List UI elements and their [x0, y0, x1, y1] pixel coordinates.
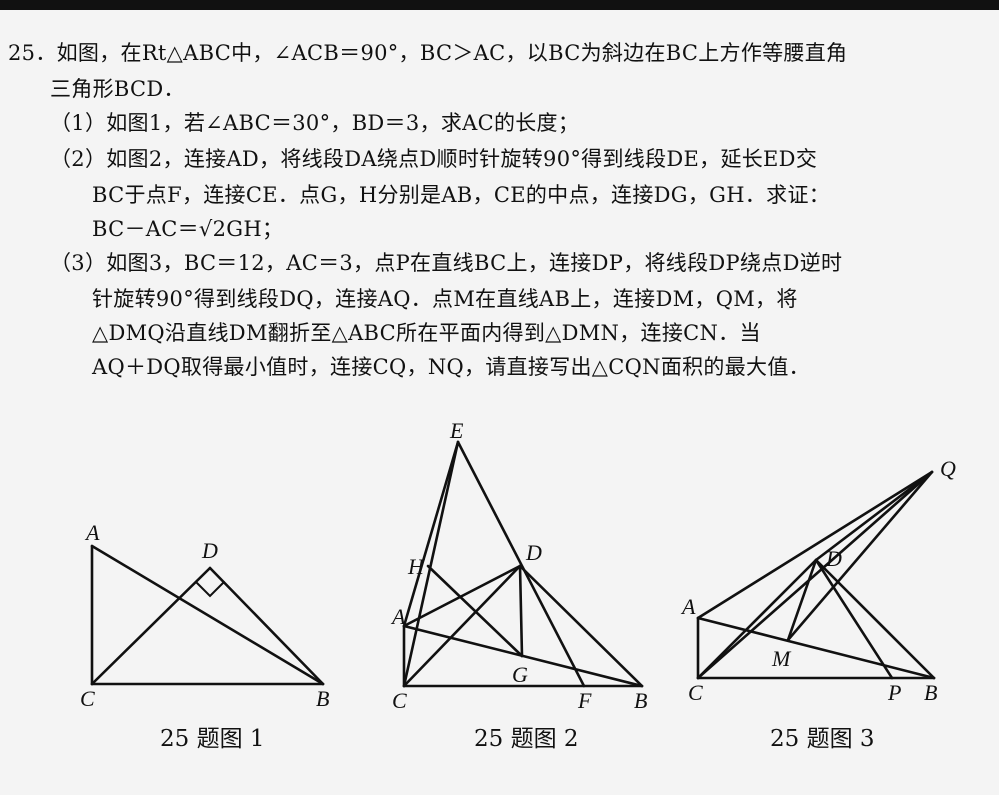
fig3-segment-DQ	[814, 470, 934, 562]
fig2-label-E: E	[449, 418, 464, 443]
fig3-segment-AB	[696, 616, 936, 680]
fig2-caption: 25 题图 2	[474, 726, 579, 752]
fig1-label-B: B	[316, 686, 329, 711]
fig3-label-A: A	[680, 594, 696, 619]
top-border	[0, 0, 999, 10]
fig2-label-F: F	[577, 688, 592, 713]
fig3-caption: 25 题图 3	[770, 726, 875, 752]
problem-line-3: （1）如图1，若∠ABC＝30°，BD＝3，求AC的长度；	[50, 111, 580, 135]
fig3-segment-CQ	[696, 470, 934, 680]
fig1-segment-DB	[208, 566, 325, 686]
fig2-label-H: H	[407, 554, 425, 579]
problem-line-7: （3）如图3，BC＝12，AC＝3，点P在直线BC上，连接DP，将线段DP绕点D…	[50, 251, 843, 275]
fig1-label-A: A	[84, 520, 100, 545]
fig2-segment-DB	[518, 564, 644, 688]
fig3-segment-DB	[814, 558, 936, 680]
fig2-segment-CE	[402, 440, 460, 688]
fig3-label-C: C	[688, 680, 703, 705]
fig3-label-M: M	[771, 646, 792, 671]
fig3-segment-AQ	[696, 470, 934, 620]
fig3-segment-CD	[696, 558, 818, 680]
fig3-label-Q: Q	[940, 456, 956, 481]
fig3-label-P: P	[887, 680, 901, 705]
fig3-label-B: B	[924, 680, 937, 705]
problem-line-10: AQ＋DQ取得最小值时，连接CQ，NQ，请直接写出△CQN面积的最大值．	[92, 355, 810, 379]
fig1-label-D: D	[201, 538, 218, 563]
figure-3: Q D A M C P B 25 题图 3	[680, 456, 956, 752]
fig2-label-C: C	[392, 688, 407, 713]
fig1-segment-CD	[90, 566, 212, 686]
fig1-segment-AB	[90, 544, 325, 686]
problem-line-5: BC于点F，连接CE．点G，H分别是AB，CE的中点，连接DG，GH．求证：	[92, 183, 831, 207]
problem-line-4: （2）如图2，连接AD，将线段DA绕点D顺时针旋转90°得到线段DE，延长ED交	[50, 147, 818, 171]
figure-2: E H D A G F B C 25 题图 2	[390, 418, 647, 752]
fig3-segment-MQ	[786, 470, 934, 642]
problem-line-1: 25．如图，在Rt△ABC中，∠ACB＝90°，BC＞AC，以BC为斜边在BC上…	[8, 41, 848, 65]
fig2-label-D: D	[525, 540, 542, 565]
fig2-label-B: B	[634, 688, 647, 713]
fig2-segment-AE	[402, 440, 460, 628]
problem-line-2: 三角形BCD．	[50, 77, 185, 101]
fig3-segment-DM	[786, 558, 818, 642]
fig2-segment-EF	[456, 440, 586, 688]
fig3-label-D: D	[825, 546, 842, 571]
problem-line-8: 针旋转90°得到线段DQ，连接AQ．点M在直线AB上，连接DM，QM，将	[92, 287, 798, 311]
figure-1: A B C D 25 题图 1	[80, 520, 329, 752]
fig2-label-A: A	[390, 604, 406, 629]
fig2-segment-CD	[402, 564, 522, 688]
fig2-label-G: G	[512, 662, 528, 687]
problem-line-6: BC－AC＝√2GH；	[92, 217, 284, 241]
fig1-caption: 25 题图 1	[160, 726, 265, 752]
problem-line-9: △DMQ沿直线DM翻折至△ABC所在平面内得到△DMN，连接CN．当	[92, 321, 761, 345]
fig2-segment-HG	[426, 564, 524, 658]
fig2-segment-DG	[518, 564, 524, 658]
fig2-segment-AD	[402, 564, 522, 628]
fig1-label-C: C	[80, 686, 95, 711]
fig1-right-angle-mark	[195, 581, 225, 598]
fig3-segment-DP	[814, 558, 894, 680]
